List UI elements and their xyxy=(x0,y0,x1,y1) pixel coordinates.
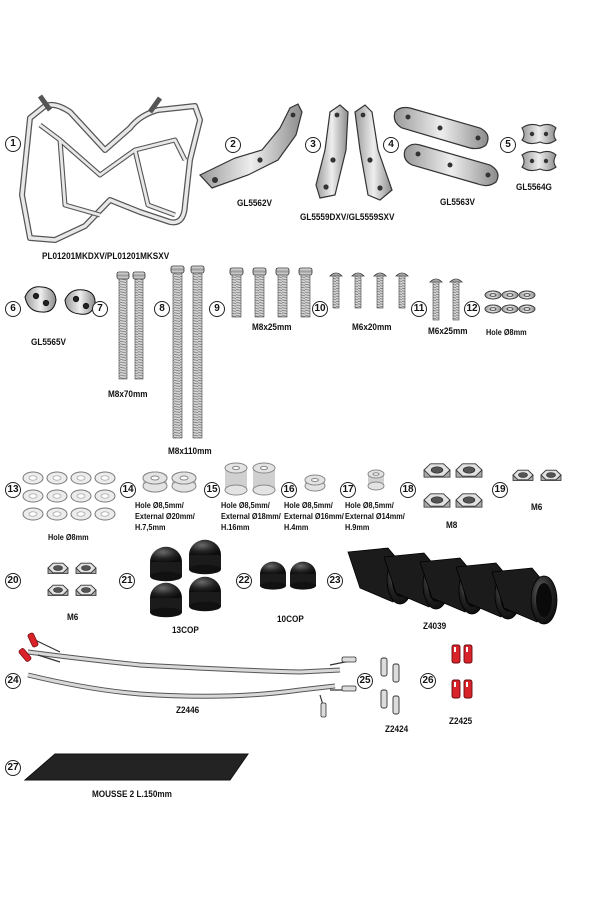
part-number-badge: 13 xyxy=(5,482,21,498)
part-code-label: M6 xyxy=(531,502,543,513)
part-code-label: PL01201MKDXV/PL01201MKSXV xyxy=(42,251,170,262)
part-number-badge: 7 xyxy=(92,301,108,317)
part-number-badge: 19 xyxy=(492,482,508,498)
part-code-label: M8x70mm xyxy=(108,389,148,400)
part-number-badge: 25 xyxy=(357,673,373,689)
part-number-badge: 2 xyxy=(225,137,241,153)
part-code-label: Z2424 xyxy=(385,724,409,735)
part-code-label: M8x110mm xyxy=(168,446,212,457)
bolt-m8x70-part xyxy=(116,271,146,380)
part-code-label: M6x20mm xyxy=(352,322,392,333)
flat-washer-part xyxy=(22,471,116,521)
part-number-badge: 24 xyxy=(5,673,21,689)
spacer-15-part xyxy=(224,462,276,496)
part-code-label: Z4039 xyxy=(423,621,447,632)
part-number-badge: 20 xyxy=(5,573,21,589)
pannier-frame-part xyxy=(19,94,203,243)
part-number-badge: 6 xyxy=(5,301,21,317)
plate-gl5563v-part xyxy=(393,106,499,187)
part-number-badge: 23 xyxy=(327,573,343,589)
part-number-badge: 3 xyxy=(305,137,321,153)
part-code-label: GL5564G xyxy=(516,182,552,193)
part-number-badge: 8 xyxy=(154,301,170,317)
cap-13cop-part xyxy=(150,539,221,618)
nut-m8-part xyxy=(423,463,483,508)
bolt-m6x20-part xyxy=(329,272,409,309)
part-number-badge: 4 xyxy=(383,137,399,153)
part-code-label: Hole Ø8,5mm/ External Ø18mm/ H.16mm xyxy=(221,500,281,532)
spacer-16-part xyxy=(304,474,326,492)
bolt-m6x25-part xyxy=(429,278,463,321)
part-code-label: 13COP xyxy=(172,625,199,636)
split-washer-part xyxy=(484,290,536,314)
plate-gl5559-part xyxy=(315,104,393,201)
part-number-badge: 12 xyxy=(464,301,480,317)
part-code-label: GL5565V xyxy=(31,337,66,348)
bolt-m8x25-part xyxy=(229,267,313,318)
part-number-badge: 21 xyxy=(119,573,135,589)
sleeve-z4039-part xyxy=(347,547,558,625)
part-number-badge: 15 xyxy=(204,482,220,498)
part-number-badge: 5 xyxy=(500,137,516,153)
spacer-17-part xyxy=(367,469,385,491)
part-code-label: Hole Ø8,5mm/ External Ø14mm/ H.9mm xyxy=(345,500,405,532)
connector-z2424-part xyxy=(380,657,400,715)
part-code-label: Z2446 xyxy=(176,705,200,716)
part-number-badge: 16 xyxy=(281,482,297,498)
part-code-label: Hole Ø8mm xyxy=(486,327,527,337)
part-code-label: MOUSSE 2 L.150mm xyxy=(92,789,172,800)
part-code-label: M6 xyxy=(67,612,79,623)
part-code-label: 10COP xyxy=(277,614,304,625)
cap-10cop-part xyxy=(260,561,316,590)
part-number-badge: 27 xyxy=(5,760,21,776)
bolt-m8x110-part xyxy=(170,265,205,439)
part-code-label: M6x25mm xyxy=(428,326,468,337)
nut-m6-b-part xyxy=(47,562,97,596)
part-code-label: Hole Ø8,5mm/ External Ø16mm/ H.4mm xyxy=(284,500,344,532)
part-code-label: GL5562V xyxy=(237,198,272,209)
part-number-badge: 11 xyxy=(411,301,427,317)
plate-gl5565v-part xyxy=(24,286,96,315)
part-number-badge: 26 xyxy=(420,673,436,689)
part-code-label: Hole Ø8,5mm/ External Ø20mm/ H.7,5mm xyxy=(135,500,195,532)
part-code-label: Hole Ø8mm xyxy=(48,532,89,542)
part-code-label: M8x25mm xyxy=(252,322,292,333)
part-number-badge: 22 xyxy=(236,573,252,589)
part-code-label: GL5563V xyxy=(440,197,475,208)
part-number-badge: 17 xyxy=(340,482,356,498)
part-number-badge: 18 xyxy=(400,482,416,498)
foam-strip-part xyxy=(23,753,249,781)
part-code-label: Z2425 xyxy=(449,716,473,727)
connector-z2425-part xyxy=(451,644,473,699)
part-number-badge: 1 xyxy=(5,136,21,152)
spacer-14-part xyxy=(142,471,197,493)
part-number-badge: 14 xyxy=(120,482,136,498)
part-number-badge: 10 xyxy=(312,301,328,317)
part-code-label: M8 xyxy=(446,520,458,531)
part-code-label: GL5559DXV/GL5559SXV xyxy=(300,212,395,223)
cable-z2446-part xyxy=(18,632,357,718)
bracket-gl5562v-part xyxy=(199,103,303,189)
nut-m6-part xyxy=(512,469,562,481)
part-number-badge: 9 xyxy=(209,301,225,317)
plate-gl5564g-part xyxy=(521,123,557,172)
